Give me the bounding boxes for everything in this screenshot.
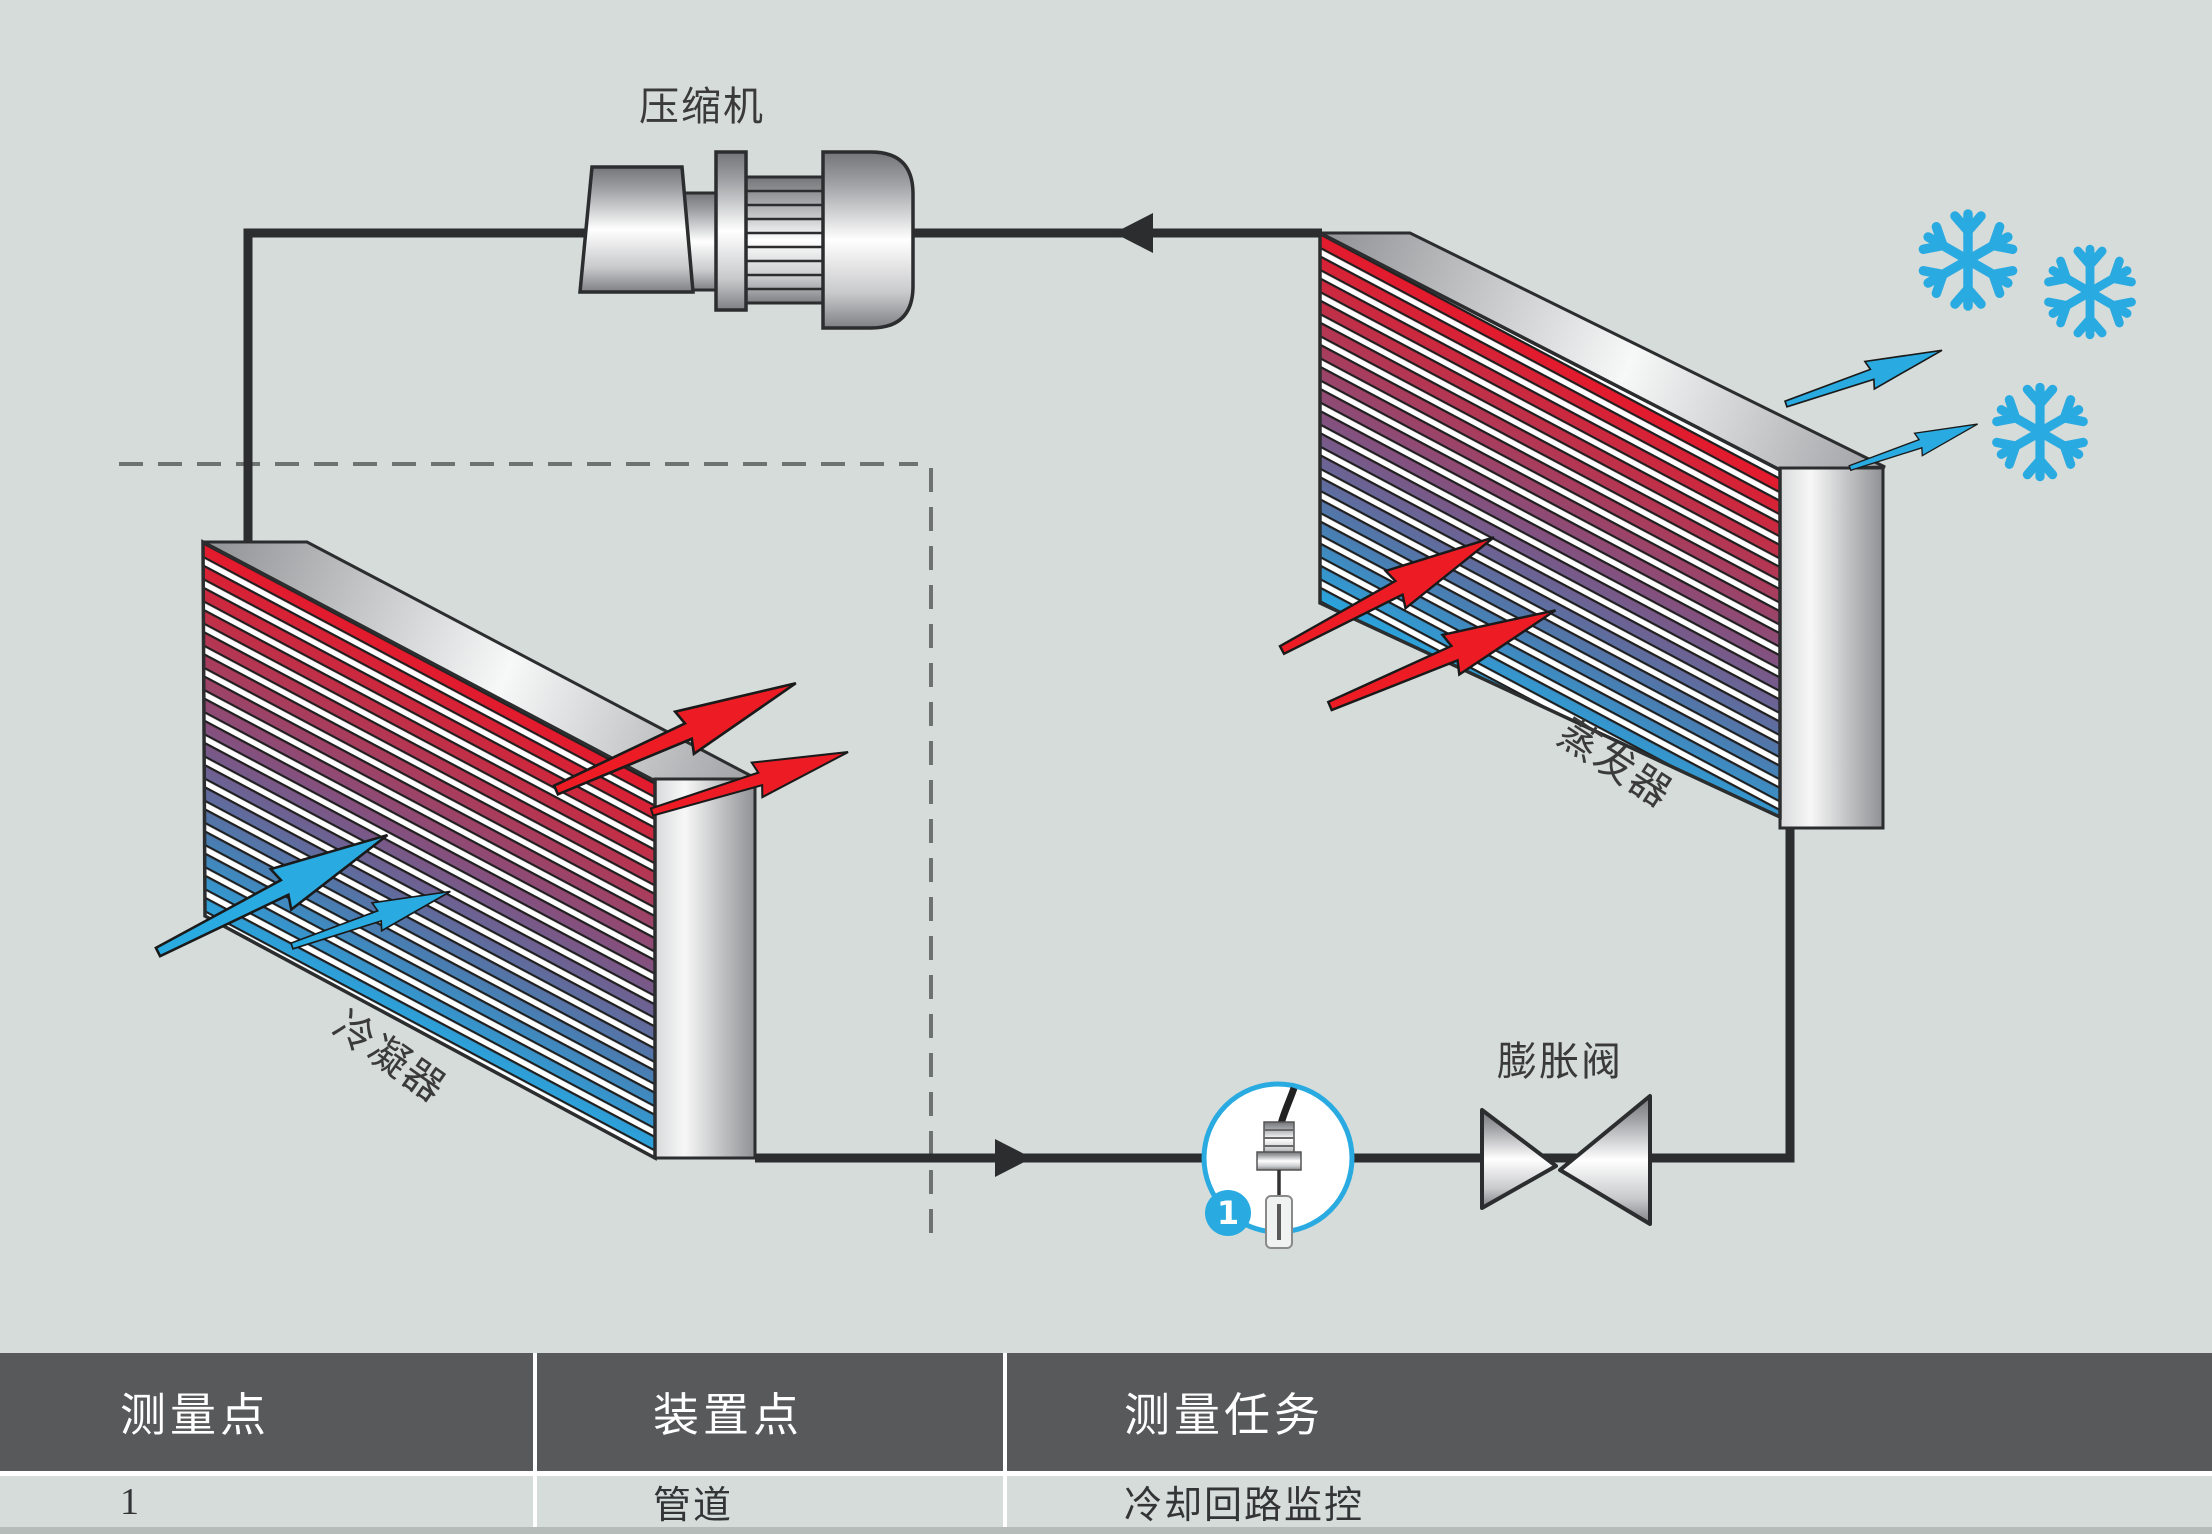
condenser-coil-stripes <box>201 539 657 1161</box>
compressor-unit <box>578 150 915 330</box>
table-header-installation-point: 装置点 <box>537 1353 1007 1471</box>
table-divider <box>0 1471 2212 1476</box>
flow-arrow-right-icon <box>995 1139 1032 1177</box>
expansion-valve-label: 膨胀阀 <box>1497 1039 1623 1084</box>
temperature-probe-icon <box>1256 1086 1302 1249</box>
diagram-canvas: 1 压缩机 蒸发器 冷凝器 膨胀阀 <box>119 84 2212 1249</box>
compressor-label: 压缩机 <box>639 84 765 129</box>
evaporator-unit <box>1318 230 1886 830</box>
measure-point-badge <box>1205 1190 1251 1236</box>
cell-installation-point: 管道 <box>537 1476 1007 1527</box>
snowflake-icon <box>2047 249 2133 335</box>
compressor-fins <box>745 189 823 291</box>
condenser-unit <box>201 539 758 1161</box>
table-header-measuring-point: 测量点 <box>0 1353 537 1471</box>
table-header-row: 测量点 装置点 测量任务 <box>0 1353 2212 1471</box>
pipe-condenser-to-evaporator <box>755 826 1795 1163</box>
snowflake-icon <box>1922 214 2015 306</box>
measuring-point-1: 1 <box>1201 1081 1355 1249</box>
condenser-side-panel <box>653 777 757 1160</box>
measuring-points-table: 测量点 装置点 测量任务 1 管道 冷却回路监控 <box>0 1353 2212 1534</box>
pipe-compressor-to-condenser <box>243 228 588 545</box>
table-row: 1 管道 冷却回路监控 <box>0 1476 2212 1527</box>
table-header-measuring-task: 测量任务 <box>1124 1390 1324 1441</box>
evaporator-coil-stripes <box>1318 230 1782 820</box>
cold-air-out-arrow <box>1780 335 1948 419</box>
evaporator-side-panel <box>1778 466 1885 830</box>
measure-point-badge-number: 1 <box>1217 1194 1239 1232</box>
cell-measuring-point: 1 <box>0 1476 537 1527</box>
table-bottom-strip <box>0 1527 2212 1534</box>
flow-arrow-left-icon <box>1114 213 1153 253</box>
cell-measuring-task: 冷却回路监控 <box>1124 1485 1365 1527</box>
snowflake-icon <box>1995 387 2085 476</box>
expansion-valve <box>1480 1094 1652 1226</box>
